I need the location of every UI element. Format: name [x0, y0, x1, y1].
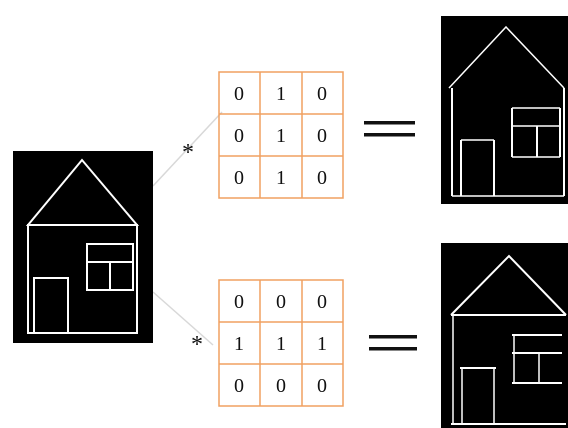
output-image-background [441, 16, 568, 204]
kernel-cell: 0 [317, 375, 327, 397]
kernel-cell: 0 [317, 167, 327, 189]
kernel-cell: 0 [234, 167, 244, 189]
kernel-vertical-border [218, 71, 344, 199]
kernel-cell: 0 [234, 291, 244, 313]
equals-bar [364, 133, 415, 137]
kernel-cell: 1 [276, 125, 286, 147]
house-door [33, 277, 69, 334]
kernel-cell: 0 [234, 375, 244, 397]
output-image-horizontal [441, 243, 568, 428]
kernel-cell: 0 [276, 375, 286, 397]
kernel-vertical-grid-lines [219, 72, 343, 198]
house-icon [448, 25, 565, 197]
house-icon [25, 158, 140, 334]
house-wall [27, 224, 138, 334]
kernel-cell: 0 [317, 125, 327, 147]
kernel-cell: 1 [317, 333, 327, 355]
kernel-vertical: 0 1 0 0 1 0 0 1 0 [218, 71, 344, 199]
output-image-vertical [441, 16, 568, 204]
connector-top [152, 111, 223, 187]
convolve-operator-top: * [182, 140, 194, 166]
equals-sign-top [364, 121, 415, 137]
kernel-cell: 1 [276, 333, 286, 355]
kernel-cell: 1 [276, 83, 286, 105]
kernel-horizontal-border [218, 279, 344, 407]
kernel-cell: 0 [317, 83, 327, 105]
kernel-cell: 0 [234, 125, 244, 147]
connector-bottom [152, 291, 214, 346]
house-roof [450, 254, 567, 316]
equals-bar [369, 335, 417, 339]
kernel-horizontal: 0 0 0 1 1 1 0 0 0 [218, 279, 344, 407]
input-image [13, 151, 153, 343]
kernel-cell: 0 [317, 291, 327, 313]
convolve-operator-bottom: * [191, 332, 203, 358]
equals-bar [369, 347, 417, 351]
equals-sign-bottom [369, 335, 417, 351]
kernel-cell: 0 [276, 291, 286, 313]
house-roof [448, 25, 565, 89]
kernel-horizontal-grid-lines [219, 280, 343, 406]
kernel-cell: 1 [276, 167, 286, 189]
equals-bar [364, 121, 415, 125]
house-icon [450, 254, 567, 425]
kernel-cell: 0 [234, 83, 244, 105]
kernel-cell: 1 [234, 333, 244, 355]
input-image-background [13, 151, 153, 343]
